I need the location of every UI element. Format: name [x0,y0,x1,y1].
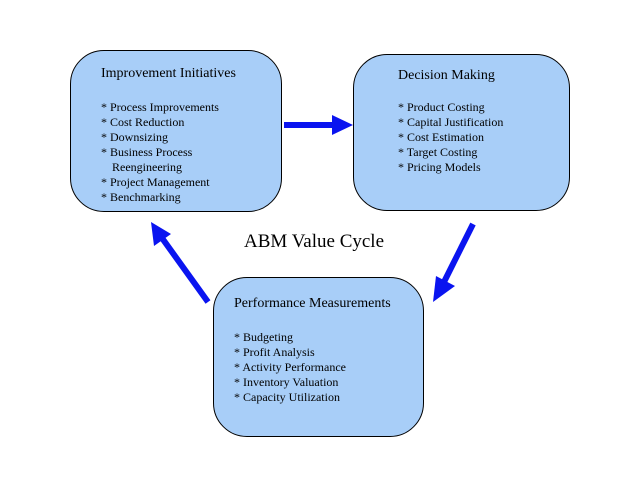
arrow-improvement-to-decision [284,115,353,135]
arrow-head [151,222,171,246]
bullet-marker: * [101,145,110,159]
node-decision-making: Decision Making * Product Costing* Capit… [353,54,570,211]
arrow-shaft [159,236,211,304]
diagram-title: ABM Value Cycle [244,231,385,252]
node-list-item: * Product Costing [398,100,569,115]
node-list-item: * Capital Justification [398,115,569,130]
arrow-head [332,115,353,135]
node-title: Improvement Initiatives [101,66,236,81]
bullet-marker: * [101,100,110,114]
node-list-item: * Cost Reduction [101,115,281,130]
bullet-marker: * [234,375,243,389]
node-list-item: * Project Management [101,175,281,190]
node-list-item: * Inventory Valuation [234,375,423,390]
item-text: Business Process [110,145,193,159]
node-list-item: * Downsizing [101,130,281,145]
node-list-item: * Process Improvements [101,100,281,115]
bullet-marker: * [234,330,243,344]
node-item-list: * Process Improvements* Cost Reduction* … [101,100,281,205]
item-text: Target Costing [406,145,478,159]
bullet-marker: * [101,130,110,144]
node-title: Decision Making [398,68,495,83]
bullet-marker: * [398,130,407,144]
item-text: Capital Justification [407,115,504,129]
bullet-marker: * [398,145,407,159]
item-text: Pricing Models [407,160,481,174]
node-performance-measurements: Performance Measurements * Budgeting* Pr… [213,277,424,437]
item-text: Project Management [110,175,210,189]
item-text: Benchmarking [110,190,181,204]
item-text: Cost Estimation [407,130,485,144]
bullet-marker: * [101,115,110,129]
item-text: Inventory Valuation [243,375,339,389]
node-list-item: * Activity Performance [234,360,423,375]
bullet-marker: * [398,100,407,114]
node-list-item: * Target Costing [398,145,569,160]
arrow-decision-to-performance [433,222,476,302]
item-text: Capacity Utilization [243,390,340,404]
bullet-marker: * [234,345,243,359]
node-list-item: * Cost Estimation [398,130,569,145]
bullet-marker: * [398,160,407,174]
node-list-item: * Profit Analysis [234,345,423,360]
arrow-performance-to-improvement [151,222,211,304]
arrow-shaft [441,222,476,284]
node-list-item: * Pricing Models [398,160,569,175]
node-list-item: * Capacity Utilization [234,390,423,405]
bullet-marker: * [101,175,110,189]
node-item-list: * Budgeting* Profit Analysis* Activity P… [234,330,423,405]
item-text: Budgeting [243,330,293,344]
bullet-marker: * [234,360,243,374]
node-list-item: * Budgeting [234,330,423,345]
bullet-marker: * [398,115,407,129]
item-text: Process Improvements [110,100,219,114]
item-text: Product Costing [407,100,485,114]
item-text: Profit Analysis [243,345,315,359]
arrow-head [433,276,455,302]
bullet-marker: * [101,190,110,204]
node-list-item: * Benchmarking [101,190,281,205]
item-text-continuation: Reengineering [112,160,182,174]
item-text: Downsizing [110,130,168,144]
node-title: Performance Measurements [234,296,391,311]
node-improvement-initiatives: Improvement Initiatives * Process Improv… [70,50,282,212]
bullet-marker: * [234,390,243,404]
item-text: Cost Reduction [110,115,185,129]
node-item-list: * Product Costing* Capital Justification… [398,100,569,175]
item-text: Activity Performance [242,360,346,374]
